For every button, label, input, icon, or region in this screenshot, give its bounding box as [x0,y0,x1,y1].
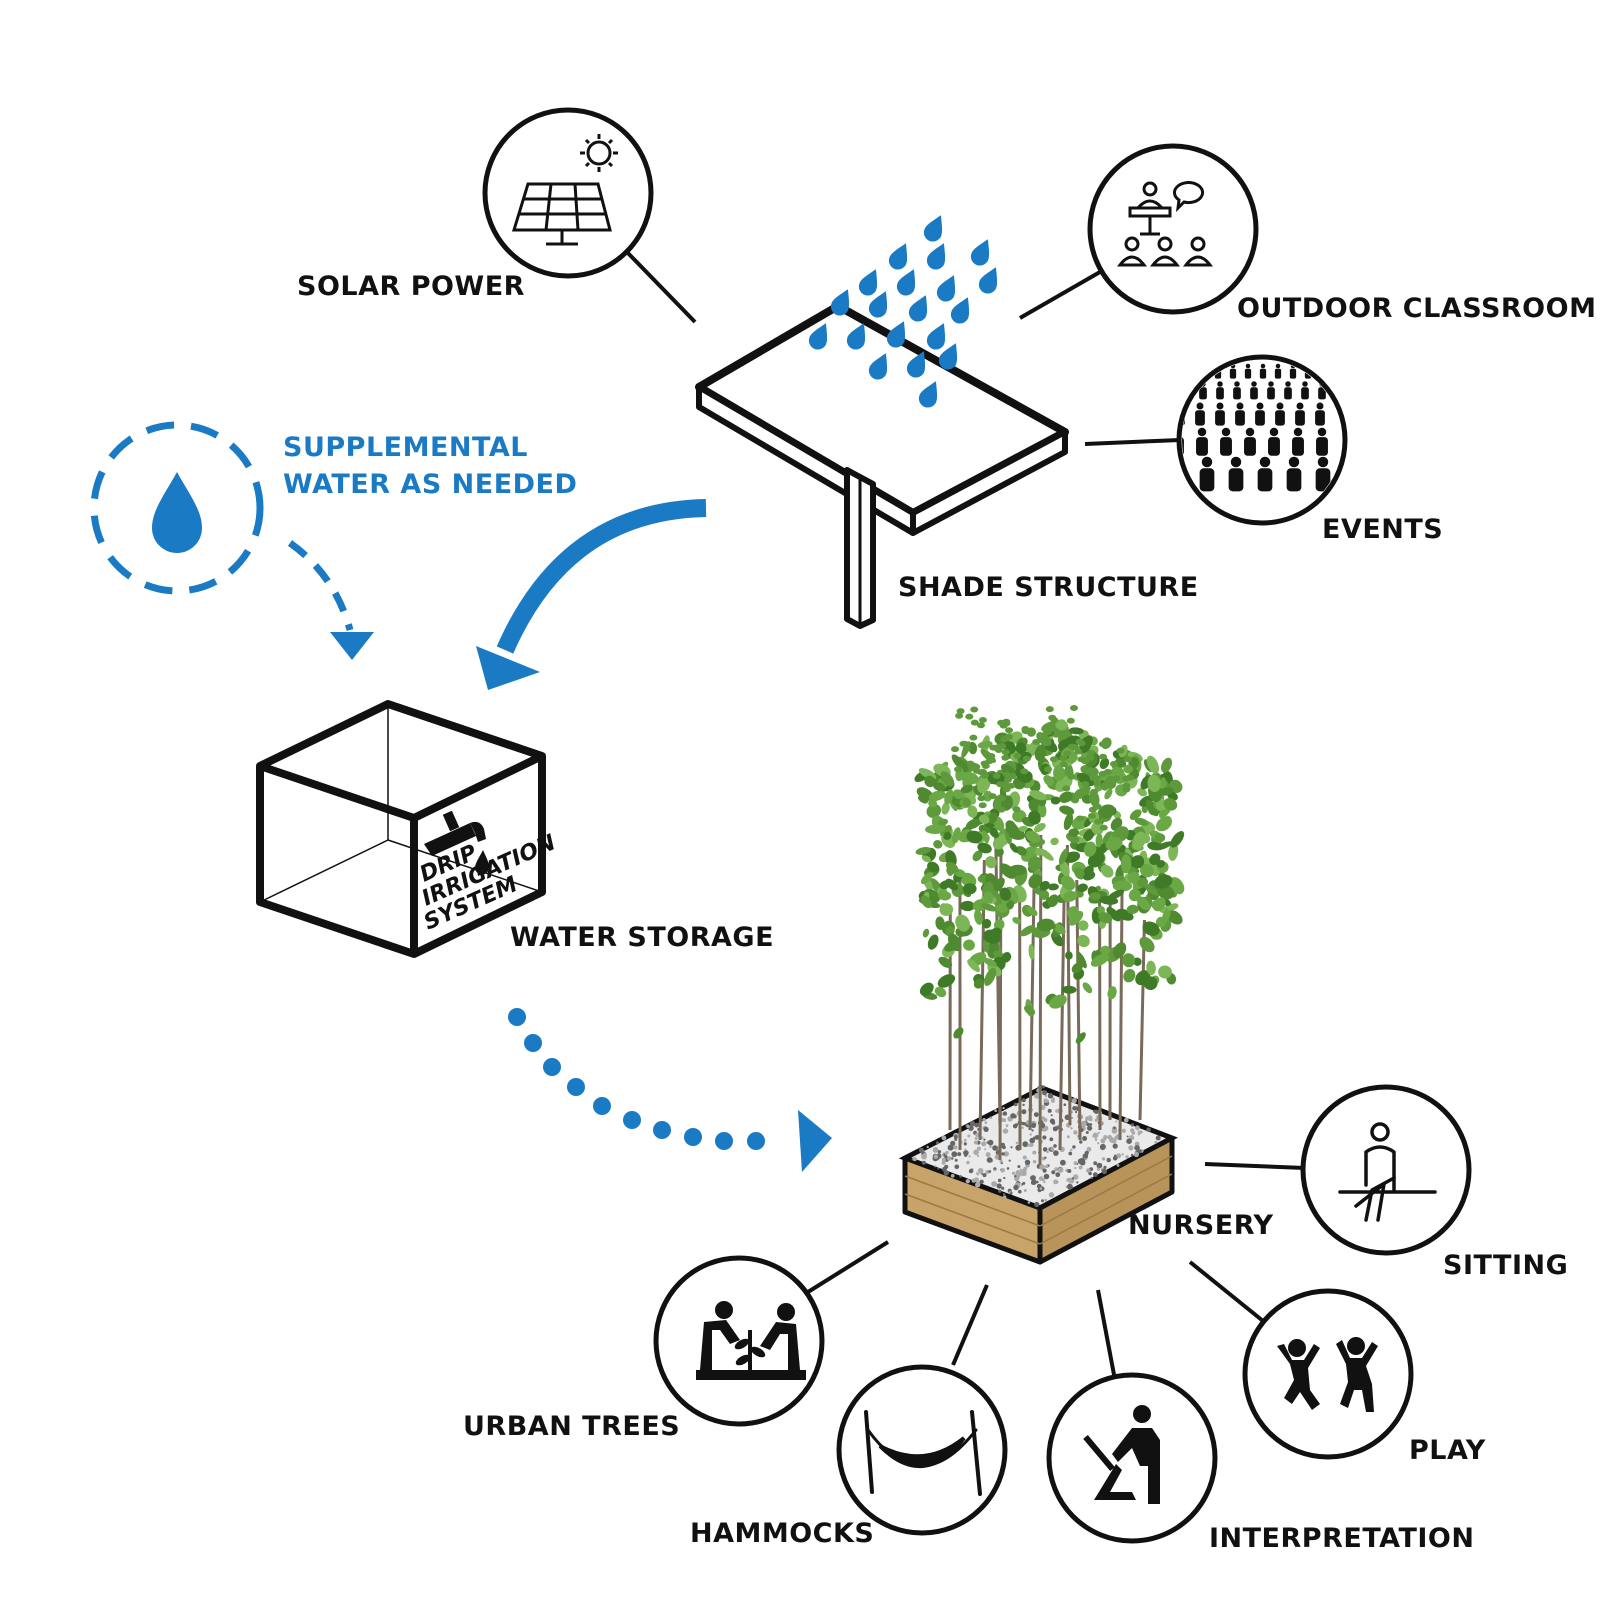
play-circle [1245,1291,1411,1457]
supplemental-label-line2: WATER AS NEEDED [283,471,577,498]
rain-drop [968,236,996,269]
classroom-circle [1090,146,1256,312]
flow-dot [715,1132,733,1150]
flow-dot [524,1034,542,1052]
rain-drop [976,264,1004,297]
events-label: EVENTS [1322,516,1443,543]
flow-dot [567,1078,585,1096]
flow-dot [623,1111,641,1129]
rain-drop [934,272,962,305]
rain-drop [924,320,952,353]
flow-dot [543,1058,561,1076]
sitting-circle [1303,1087,1469,1253]
solar-circle [485,110,651,276]
flow-dot [684,1128,702,1146]
urban-trees-label: URBAN TREES [463,1413,680,1440]
sitting-label: SITTING [1443,1252,1568,1279]
flow-dot [653,1121,671,1139]
rain-drop [906,292,934,325]
hammocks-circle [839,1367,1005,1533]
hammocks-connector [953,1285,987,1365]
water-storage-label: WATER STORAGE [510,924,774,951]
interpretation-label: INTERPRETATION [1209,1525,1474,1552]
events-connector [1085,440,1180,444]
hammocks-label: HAMMOCKS [690,1520,874,1547]
urban-trees-connector [808,1242,888,1292]
rain-drop [886,240,914,273]
flow-dot [747,1132,765,1150]
supplemental-label-line1: SUPPLEMENTAL [283,434,528,461]
rain-drop [921,212,949,245]
interpretation-circle [1049,1375,1215,1541]
water-storage-tank: DRIP IRRIGATION SYSTEM [260,704,560,954]
solar-connector [625,250,695,322]
interpretation-connector [1098,1290,1115,1380]
shade-structure-label: SHADE STRUCTURE [898,574,1199,601]
sitting-connector [1205,1164,1305,1168]
flow-dot [593,1097,611,1115]
rain-drop [894,266,922,299]
events-circle [1171,357,1345,523]
play-label: PLAY [1409,1437,1486,1464]
play-connector [1190,1262,1268,1325]
flow-dot [508,1008,526,1026]
water-drop-icon [152,472,202,553]
shade-to-storage-arrow [476,508,706,690]
solar-power-label: SOLAR POWER [297,273,525,300]
storage-to-nursery-arrow [508,1008,832,1172]
rain-drop [856,266,884,299]
rain-drop [924,240,952,273]
classroom-connector [1020,272,1100,318]
urban-trees-circle [656,1258,822,1424]
outdoor-classroom-label: OUTDOOR CLASSROOM [1237,295,1596,322]
nursery-label: NURSERY [1128,1212,1274,1239]
